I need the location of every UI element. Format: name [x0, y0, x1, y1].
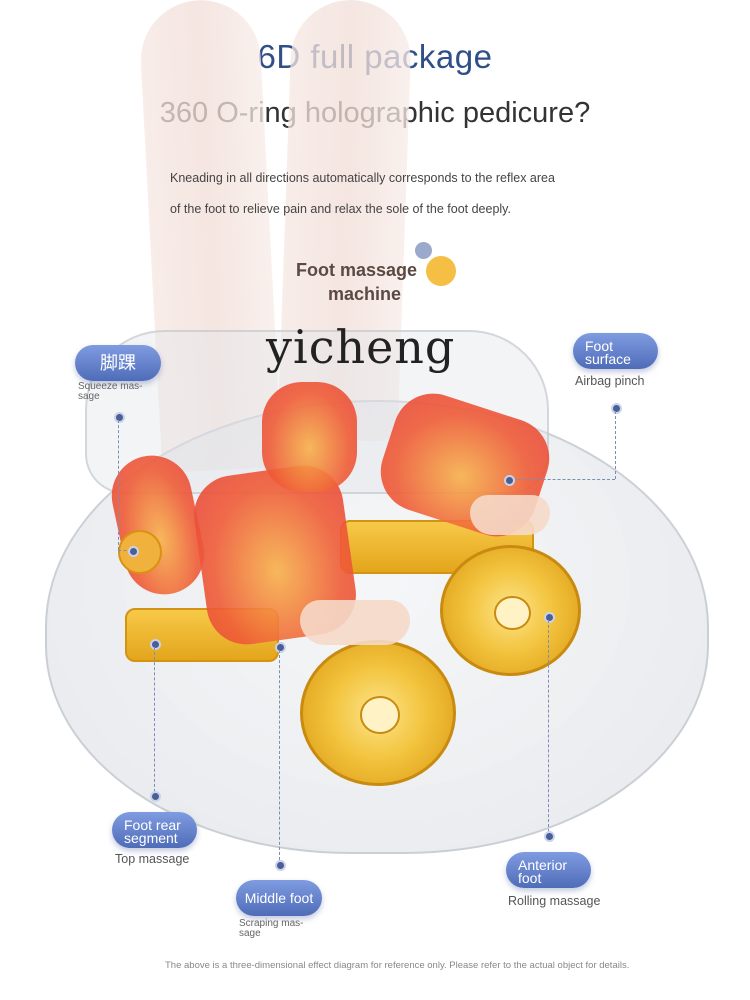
ankle-label-pill: 脚踝 [75, 345, 161, 381]
ankle-pointer-line [118, 420, 119, 550]
logo-text-line-2: machine [328, 284, 402, 304]
foot-surface-pointer-dot [611, 403, 622, 414]
middle-foot-caption: Scraping mas- sage [239, 919, 303, 939]
logo-dot-yellow [426, 256, 456, 286]
disclaimer-footnote: The above is a three-dimensional effect … [165, 960, 630, 971]
ankle-pointer-dot [114, 412, 125, 423]
anterior-foot-caption: Rolling massage [508, 894, 601, 908]
foot-surface-label-line-2: surface [585, 350, 631, 367]
watermark-text: yicheng [266, 320, 456, 374]
anterior-foot-label-line-2: foot [518, 869, 542, 886]
foot-surface-target-dot [504, 475, 515, 486]
rear-pointer-line [154, 647, 155, 792]
rear-target-dot [150, 639, 161, 650]
anterior-pointer-line [548, 620, 549, 832]
middle-foot-caption-line-2: sage [239, 928, 261, 939]
front-roller-right [440, 545, 581, 676]
rear-segment-label-pill: Foot rear segment [112, 812, 197, 848]
middle-target-dot [275, 642, 286, 653]
rear-segment-label-line-2: segment [124, 829, 178, 846]
ankle-caption-line-1: Squeeze mas- [78, 381, 143, 392]
anterior-pointer-dot [544, 831, 555, 842]
middle-foot-label-pill: Middle foot [236, 880, 322, 916]
ankle-airbag-right [262, 382, 357, 492]
rear-segment-label-line-1: Foot rear [124, 816, 181, 833]
middle-foot-caption-line-1: Scraping mas- [239, 918, 304, 929]
ankle-pointer-line-horizontal [118, 550, 132, 551]
middle-pointer-dot [275, 860, 286, 871]
foot-surface-pointer-line-horizontal [508, 479, 615, 480]
front-roller-left [300, 640, 456, 786]
rear-pointer-dot [150, 791, 161, 802]
foot-surface-caption: Airbag pinch [575, 374, 645, 388]
anterior-foot-label-pill: Anterior foot [506, 852, 591, 888]
ankle-knob [118, 530, 162, 574]
left-foot-toes [300, 600, 410, 645]
foot-surface-label-pill: Foot surface [573, 333, 658, 369]
product-logo: Foot massage machine [296, 242, 466, 314]
anterior-foot-label-line-1: Anterior [518, 856, 568, 873]
description-line-1: Kneading in all directions automatically… [170, 171, 555, 185]
ankle-caption-line-2: sage [78, 391, 100, 402]
rear-segment-caption: Top massage [115, 852, 190, 866]
foot-surface-label-line-1: Foot [585, 337, 614, 354]
ankle-caption: Squeeze mas- sage [78, 382, 142, 402]
logo-text-line-1: Foot massage [296, 260, 418, 280]
ankle-target-dot [128, 546, 139, 557]
right-foot-toes [470, 495, 550, 535]
anterior-target-dot [544, 612, 555, 623]
ankle-label-text: 脚踝 [100, 352, 136, 373]
logo-dot-blue [415, 242, 432, 259]
middle-foot-label-text: Middle foot [244, 889, 314, 906]
description-line-2: of the foot to relieve pain and relax th… [170, 202, 511, 216]
middle-pointer-line [279, 650, 280, 860]
foot-surface-pointer-line [615, 411, 616, 479]
